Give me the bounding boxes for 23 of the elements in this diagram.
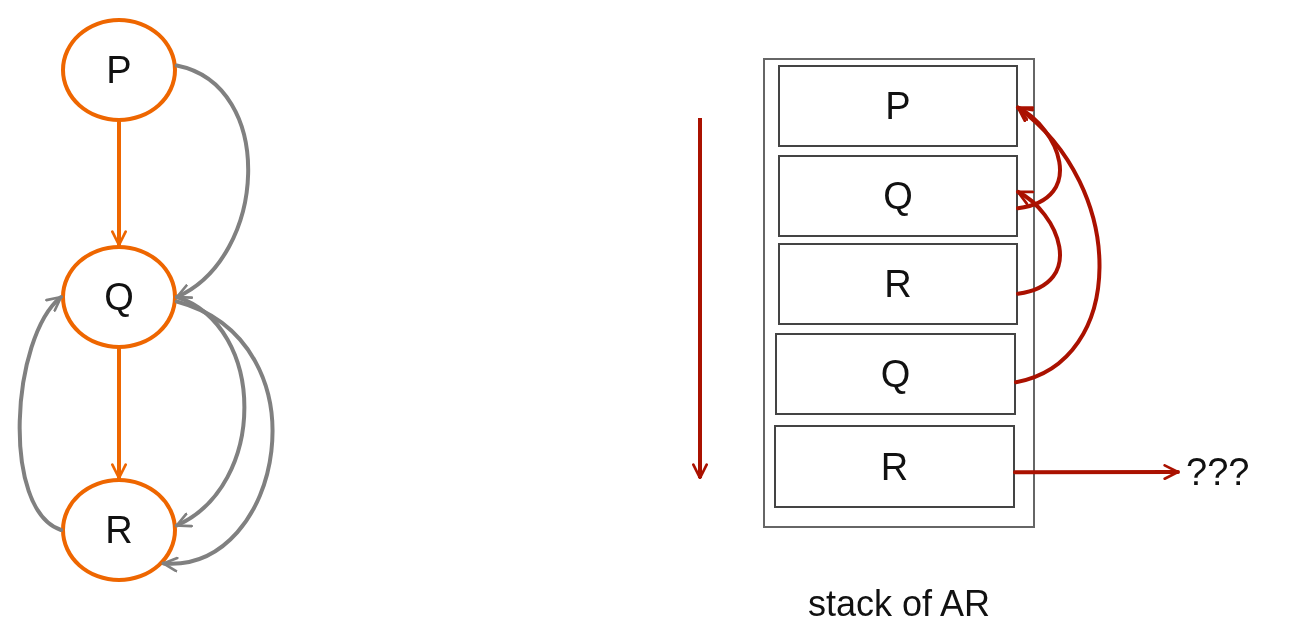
node-label: R: [105, 511, 133, 549]
node-label: P: [106, 51, 132, 89]
arrow: [1014, 105, 1102, 385]
arrow: [111, 120, 127, 247]
arrow: [161, 299, 274, 571]
node-label: Q: [880, 355, 911, 393]
arrow: [1016, 189, 1062, 296]
activation-record-box: [774, 425, 1015, 508]
activation-record-box: [775, 333, 1016, 415]
node-label: R: [884, 265, 912, 303]
node-label: P: [885, 87, 911, 125]
node-label: stack of AR: [807, 583, 991, 625]
node-label: ???: [1186, 453, 1250, 491]
stack-frame: [763, 58, 1035, 528]
node-label: Q: [883, 177, 913, 215]
activation-record-box: [778, 155, 1018, 237]
node-label: R: [880, 447, 909, 486]
arrow: [1016, 105, 1062, 211]
node-label: Q: [104, 278, 134, 316]
arrow: [17, 295, 63, 532]
activation-record-box: [778, 243, 1018, 325]
arrow: [111, 347, 127, 480]
activation-record-box: [778, 65, 1018, 147]
